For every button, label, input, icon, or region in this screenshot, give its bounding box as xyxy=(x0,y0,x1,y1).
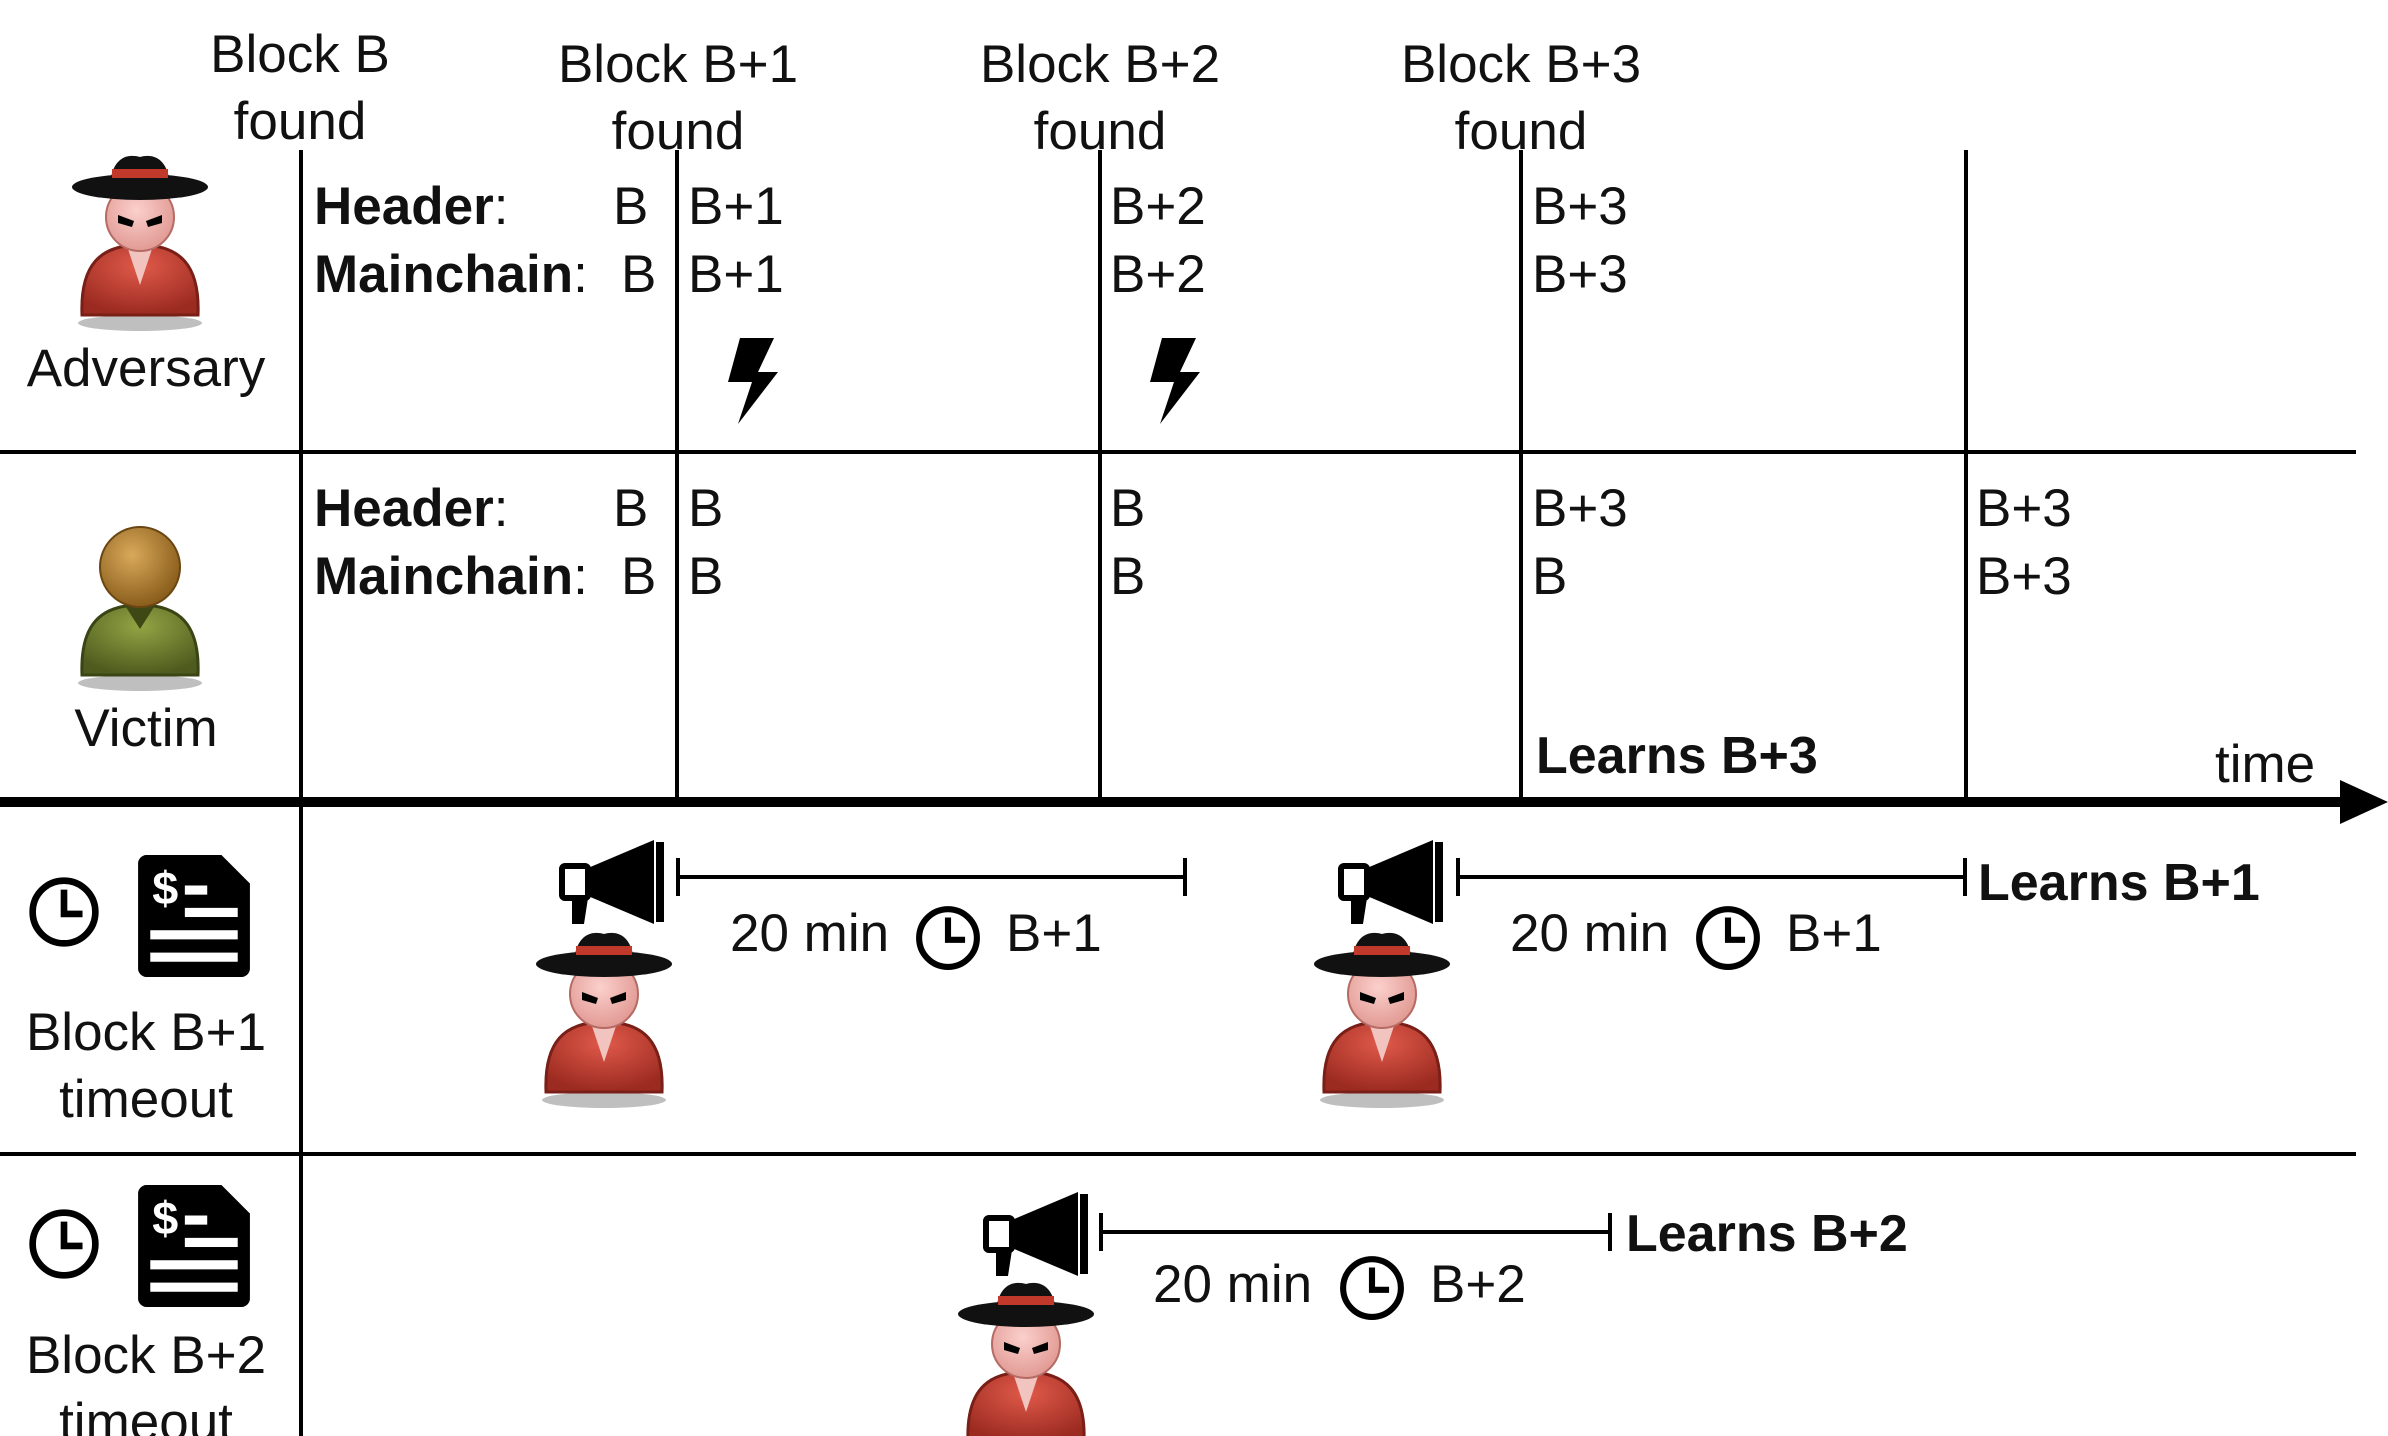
clock-icon xyxy=(1343,1259,1401,1317)
adversary-icon xyxy=(70,154,210,333)
adversary-mainchain-b2: B+2 xyxy=(1110,245,1206,304)
row-label-timeout-b2: Block B+2 timeout xyxy=(25,1326,267,1436)
adversary-mainchain-b3: B+3 xyxy=(1532,245,1628,304)
adversary-header-b3: B+3 xyxy=(1532,177,1628,236)
victim-mainchain-col1: B xyxy=(688,547,724,606)
interval-1a-label: 20 min xyxy=(730,904,890,963)
column-header-block-b: Block B found xyxy=(210,25,390,151)
victim-header-b: B xyxy=(613,479,649,538)
interval-1b-label: 20 min xyxy=(1510,904,1670,963)
adversary-icon xyxy=(534,931,674,1110)
victim-mainchain-row: Mainchain: xyxy=(314,547,588,606)
victim-header-col4: B+3 xyxy=(1976,479,2072,538)
row-label-victim: Victim xyxy=(74,699,218,758)
column-line-b3 xyxy=(1519,150,1523,800)
interval-1b-block: B+1 xyxy=(1786,904,1882,963)
adversary-mainchain-row: Mainchain: xyxy=(314,245,588,304)
megaphone-icon xyxy=(1341,840,1443,924)
adversary-header-b: B xyxy=(613,177,649,236)
adversary-icon xyxy=(1312,931,1452,1110)
megaphone-icon xyxy=(986,1192,1088,1276)
timeout-b1-learns: Learns B+1 xyxy=(1978,854,2260,912)
clock-icon xyxy=(919,909,977,967)
victim-header-col1: B xyxy=(688,479,724,538)
adversary-header-row: Header: xyxy=(314,177,509,236)
column-header-block-b1: Block B+1 found xyxy=(557,35,799,161)
adversary-mainchain-b1: B+1 xyxy=(688,245,784,304)
victim-learns-b3: Learns B+3 xyxy=(1536,727,1818,785)
clock-icon xyxy=(1699,909,1757,967)
timeout-b2-learns: Learns B+2 xyxy=(1626,1205,1908,1263)
column-line-b2 xyxy=(1098,150,1102,800)
invoice-icon xyxy=(138,1185,250,1307)
victim-mainchain-col4: B+3 xyxy=(1976,547,2072,606)
adversary-header-b2: B+2 xyxy=(1110,177,1206,236)
adversary-header-b1: B+1 xyxy=(688,177,784,236)
victim-header-row: Header: xyxy=(314,479,509,538)
victim-mainchain-b: B xyxy=(621,547,657,606)
interval-2-block: B+2 xyxy=(1430,1255,1526,1314)
megaphone-icon xyxy=(562,840,664,924)
interval-2-label: 20 min xyxy=(1153,1255,1313,1314)
victim-mainchain-col2: B xyxy=(1110,547,1146,606)
victim-mainchain-col3: B xyxy=(1532,547,1568,606)
row-label-adversary: Adversary xyxy=(26,339,266,398)
victim-icon xyxy=(76,525,204,693)
adversary-mainchain-b: B xyxy=(621,245,657,304)
victim-header-col2: B xyxy=(1110,479,1146,538)
invoice-icon xyxy=(138,855,250,977)
victim-header-col3: B+3 xyxy=(1532,479,1628,538)
row-divider-3 xyxy=(0,1152,2356,1156)
row-divider-1 xyxy=(0,450,2356,454)
column-line-end xyxy=(1964,150,1968,800)
time-axis-label: time xyxy=(2215,735,2316,794)
adversary-icon xyxy=(956,1281,1096,1436)
clock-icon xyxy=(33,1213,96,1276)
label-column-divider xyxy=(299,150,303,1436)
row-label-timeout-b1: Block B+1 timeout xyxy=(25,1003,267,1129)
clock-icon xyxy=(33,881,96,944)
column-header-block-b2: Block B+2 found xyxy=(979,35,1221,161)
interval-1a-block: B+1 xyxy=(1006,904,1102,963)
lightning-icon xyxy=(1150,338,1200,424)
lightning-icon xyxy=(728,338,778,424)
column-line-b1 xyxy=(675,150,679,800)
